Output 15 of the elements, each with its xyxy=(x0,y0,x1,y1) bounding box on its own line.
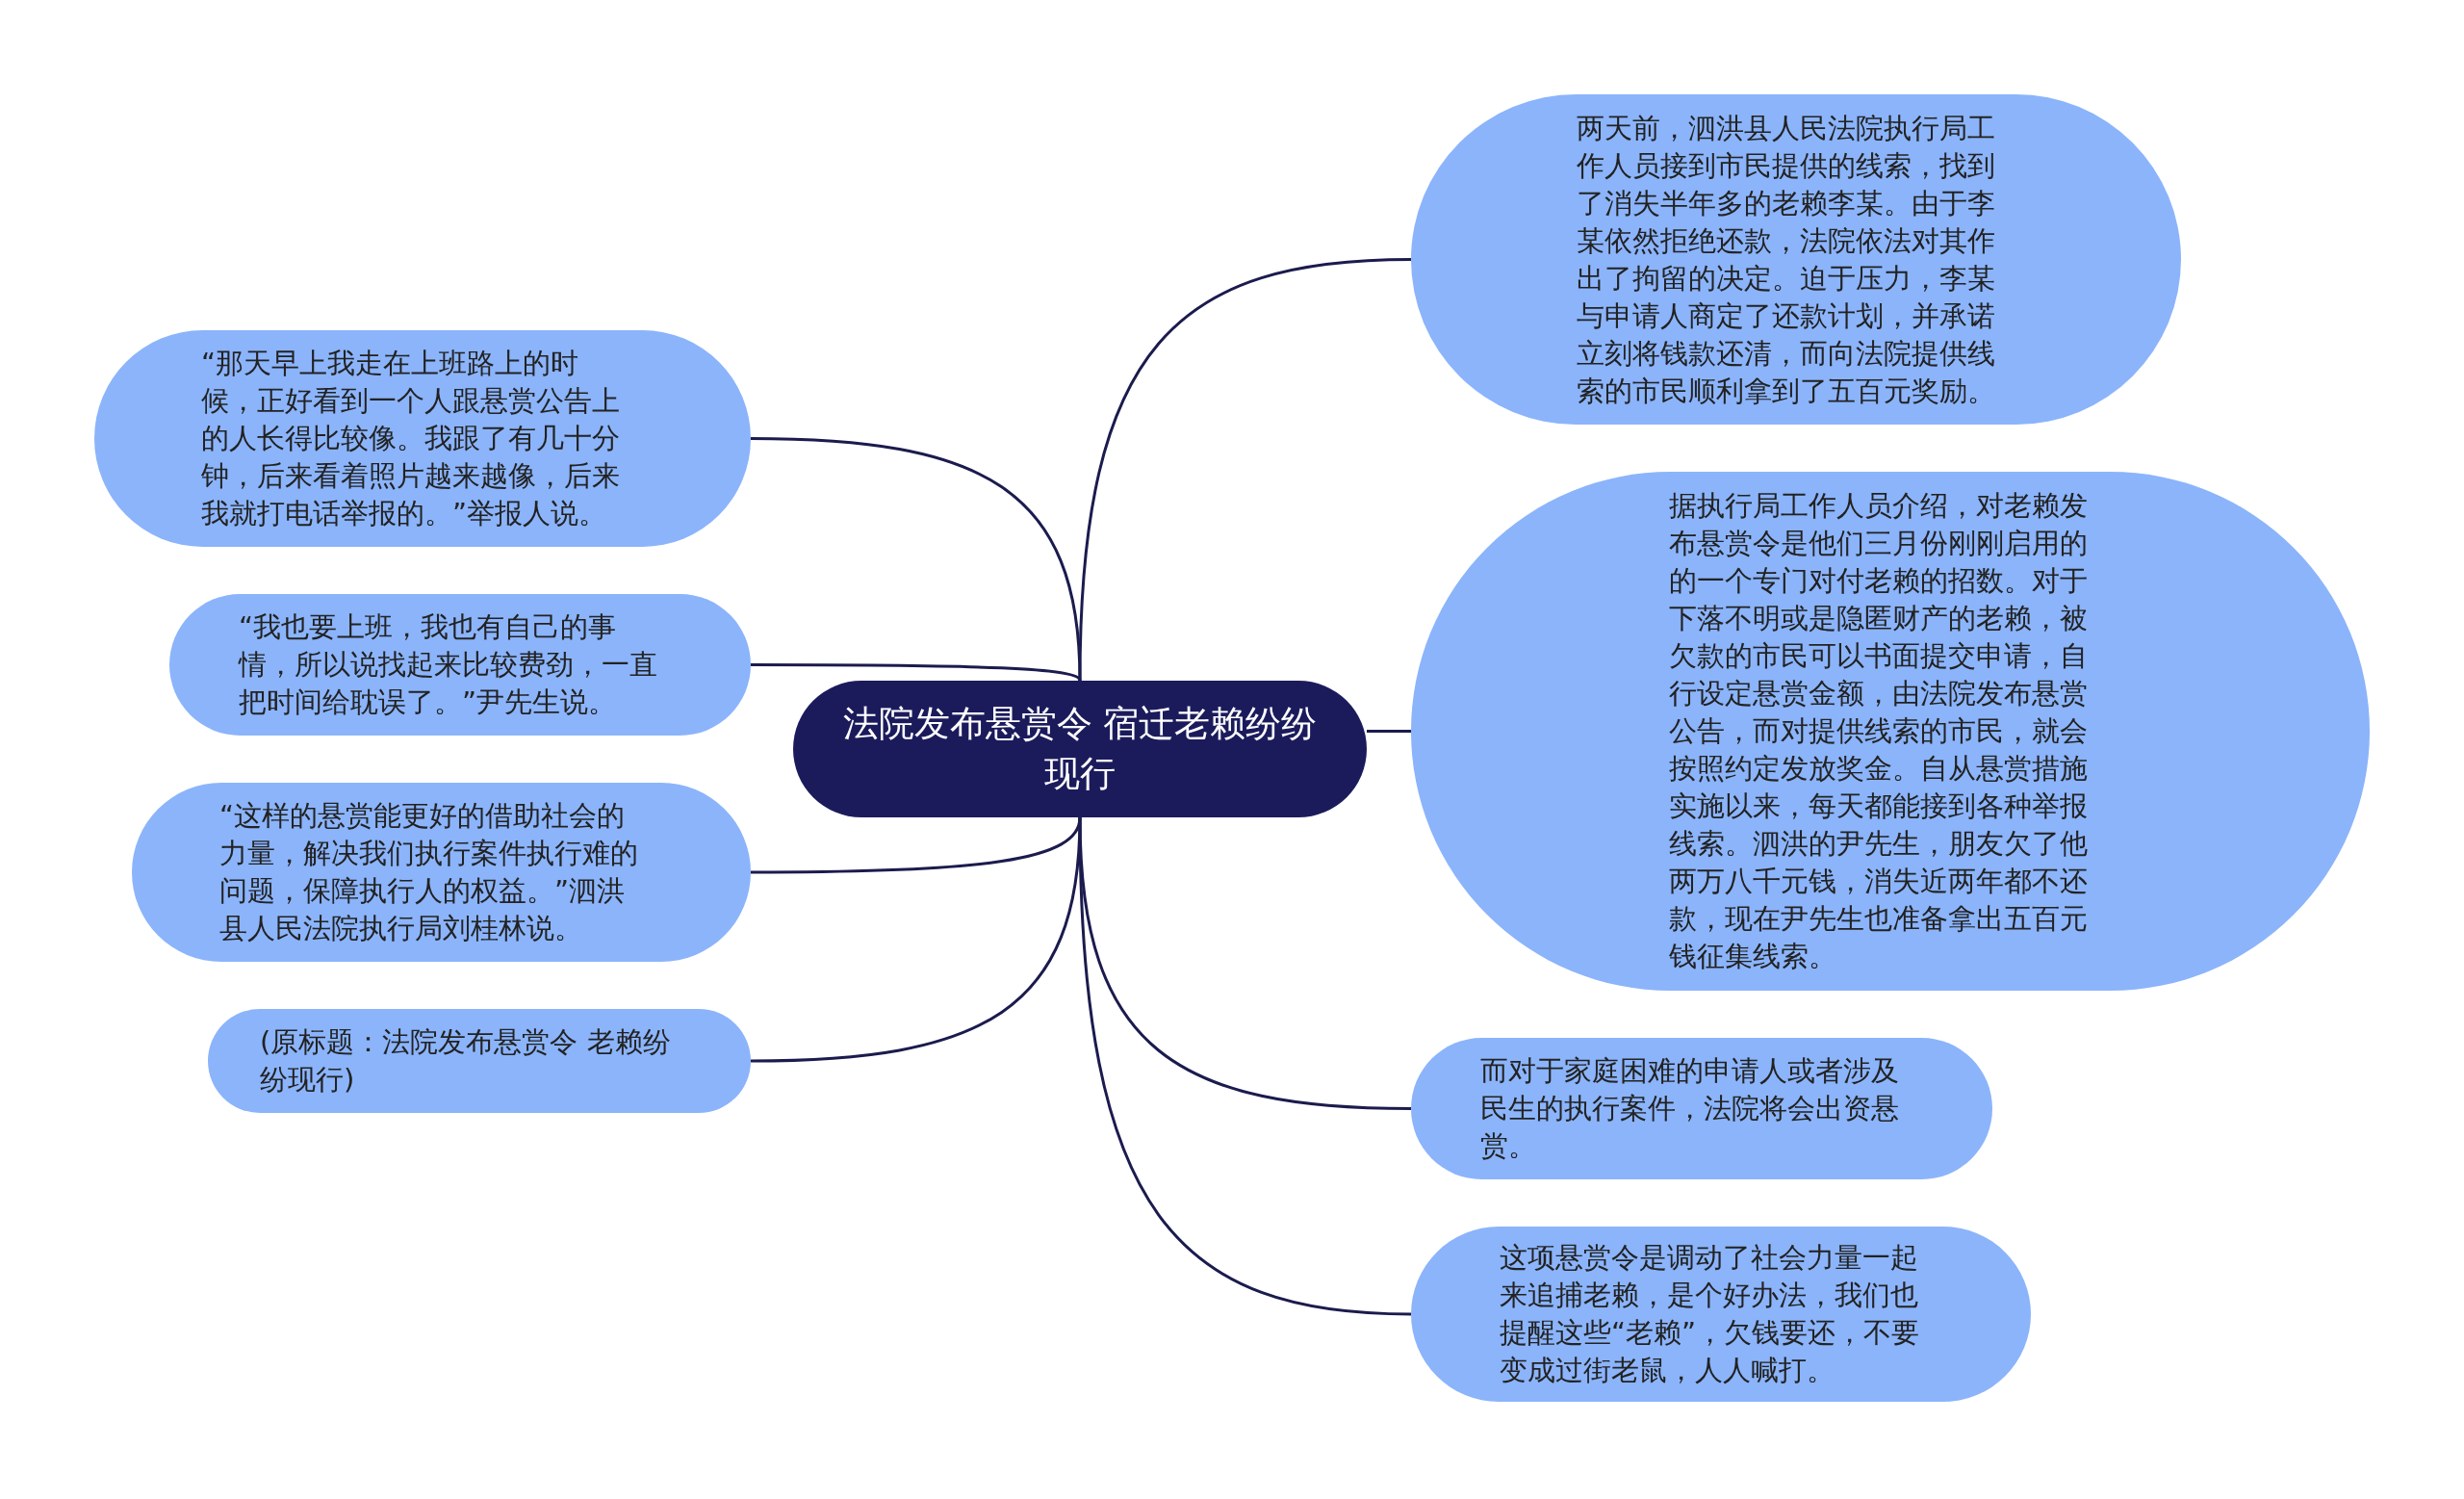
paragraph: (原标题：法院发布悬赏令 老赖纷纷现行) xyxy=(260,1024,672,1098)
connector-line xyxy=(750,437,1082,682)
connector-line xyxy=(1078,258,1412,682)
connector-line xyxy=(1078,816,1412,1316)
topic-title: 法院发布悬赏令 宿迁老赖纷纷现行 xyxy=(841,702,1319,796)
paragraph: “这样的悬赏能更好的借助社会的力量，解决我们执行案件执行难的问题，保障执行人的权益。”泗洪县人民法院执行局刘桂林说。 xyxy=(219,798,639,946)
paragraph: 这项悬赏令是调动了社会力量一起来追捕老赖，是个好办法，我们也提醒这些“老赖”，欠钱要还，不要变成过街老鼠，人人喊打。 xyxy=(1500,1240,1921,1388)
paragraph: 据执行局工作人员介绍，对老赖发布悬赏令是他们三月份刚刚启用的的一个专门对付老赖的招数。对于下落不明或是隐匿财产的老赖，被欠款的市民可以书面提交申请，自行设定悬赏金额，由法院发布悬赏公告，而对提供线索的市民，就会按照约定发放奖金。自从悬赏措施实施以来，每天都能接到各种举报线索。泗洪的尹先生，朋友欠了他两万八千元钱，消失近两年都不还款，现在尹先生也准备拿出五百元钱征集线索。 xyxy=(1669,488,2089,974)
connector-line xyxy=(1367,730,1411,733)
paragraph: 而对于家庭困难的申请人或者涉及民生的执行案件，法院将会出资悬赏。 xyxy=(1480,1053,1900,1164)
paragraph: 两天前，泗洪县人民法院执行局工作人员接到市民提供的线索，找到了消失半年多的老赖李某。由于李某依然拒绝还款，法院依法对其作出了拘留的决定。迫于压力，李某与申请人商定了还款计划，并承诺立刻将钱款还清，而向法院提供线索的市民顺利拿到了五百元奖励。 xyxy=(1577,111,1996,409)
paragraph: “我也要上班，我也有自己的事情，所以说找起来比较费劲，一直把时间给耽误了。”尹先生说。 xyxy=(239,609,658,720)
paragraph: “那天早上我走在上班路上的时候，正好看到一个人跟悬赏公告上的人长得比较像。我跟了有几十分钟，后来看着照片越来越像，后来我就打电话举报的。”举报人说。 xyxy=(201,346,621,531)
connector-line xyxy=(751,663,1082,682)
connector-line xyxy=(750,816,1082,1063)
